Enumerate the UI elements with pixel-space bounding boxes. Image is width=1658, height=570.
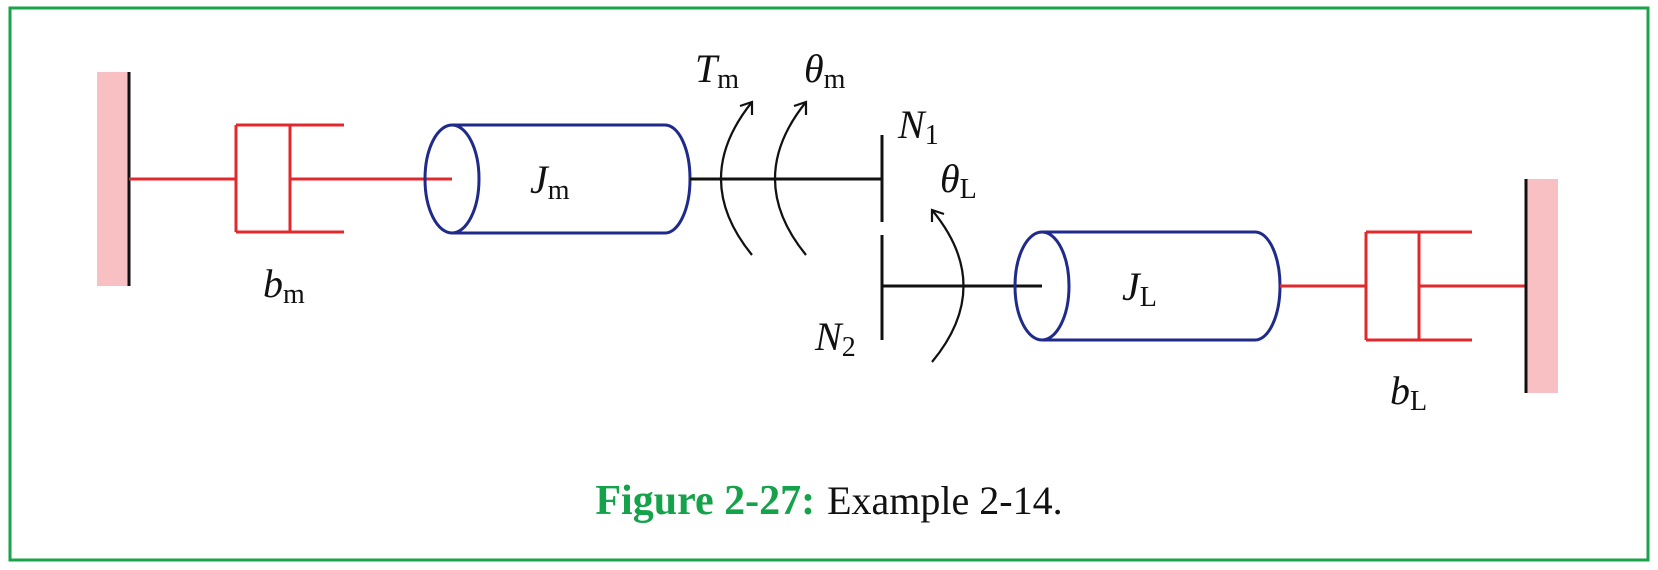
torque-tm-arrow xyxy=(719,100,754,256)
label-n1: N1 xyxy=(897,102,939,151)
label-theta-m: θm xyxy=(804,46,846,95)
label-bl: bL xyxy=(1390,368,1427,417)
label-jm: Jm xyxy=(530,157,570,206)
label-theta-l: θL xyxy=(940,156,977,205)
label-n2: N2 xyxy=(814,314,856,363)
theta-m-arrow xyxy=(773,100,808,256)
right-wall xyxy=(1524,179,1558,393)
inertia-jm xyxy=(423,123,692,235)
caption-text: Example 2-14. xyxy=(827,478,1063,523)
damper-bm xyxy=(129,123,452,234)
label-bm: bm xyxy=(263,261,305,310)
left-wall xyxy=(97,72,131,286)
label-jl: JL xyxy=(1122,264,1157,313)
caption-number: Figure 2-27: xyxy=(595,478,815,524)
damper-bl xyxy=(1280,230,1526,342)
label-tm: Tm xyxy=(695,46,739,95)
figure-caption: Figure 2-27: Example 2-14. xyxy=(595,478,1062,524)
figure-frame xyxy=(8,6,1650,562)
theta-l-arrow xyxy=(930,208,965,363)
